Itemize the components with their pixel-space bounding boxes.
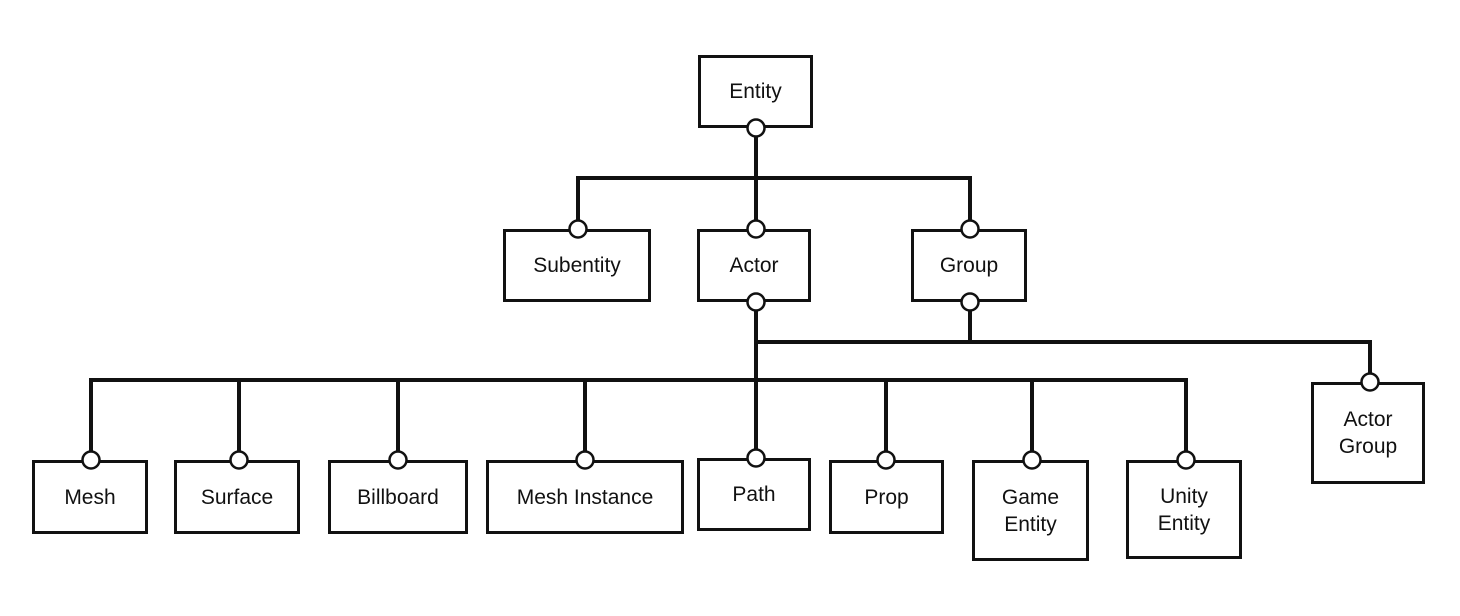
node-path: Path xyxy=(697,458,811,531)
port-billboard-top xyxy=(388,450,408,470)
node-billboard-label: Billboard xyxy=(357,485,439,509)
node-actor-label: Actor xyxy=(729,254,779,277)
port-entity-bottom xyxy=(746,118,766,138)
node-group-label: Group xyxy=(939,254,999,277)
node-mesh: Mesh xyxy=(32,460,148,534)
port-surface-top xyxy=(229,450,249,470)
port-mesh-instance-top xyxy=(575,450,595,470)
port-unity-entity-top xyxy=(1176,450,1196,470)
node-mesh-label: Mesh xyxy=(64,485,116,509)
port-actor-bottom xyxy=(746,292,766,312)
node-subentity-label: Subentity xyxy=(533,254,621,277)
node-surface: Surface xyxy=(174,460,300,534)
node-group: Group xyxy=(911,229,1027,302)
node-billboard: Billboard xyxy=(328,460,468,534)
node-actor: Actor xyxy=(697,229,811,302)
node-mesh-instance-label: Mesh Instance xyxy=(516,485,654,509)
port-actor-group-top xyxy=(1360,372,1380,392)
node-unity-entity-label: Unity Entity xyxy=(1157,484,1211,535)
node-path-label: Path xyxy=(732,483,776,506)
port-path-top xyxy=(746,448,766,468)
node-prop-label: Prop xyxy=(864,485,909,509)
node-subentity: Subentity xyxy=(503,229,651,302)
node-game-entity-label: Game Entity xyxy=(1001,485,1060,536)
port-subentity-top xyxy=(568,219,588,239)
port-prop-top xyxy=(876,450,896,470)
port-game-entity-top xyxy=(1022,450,1042,470)
port-group-top xyxy=(960,219,980,239)
node-actor-group-label: Actor Group xyxy=(1338,408,1398,458)
port-group-bottom xyxy=(960,292,980,312)
port-mesh-top xyxy=(81,450,101,470)
node-game-entity: Game Entity xyxy=(972,460,1089,561)
port-actor-top xyxy=(746,219,766,239)
node-surface-label: Surface xyxy=(200,485,274,509)
node-entity-label: Entity xyxy=(729,80,782,103)
